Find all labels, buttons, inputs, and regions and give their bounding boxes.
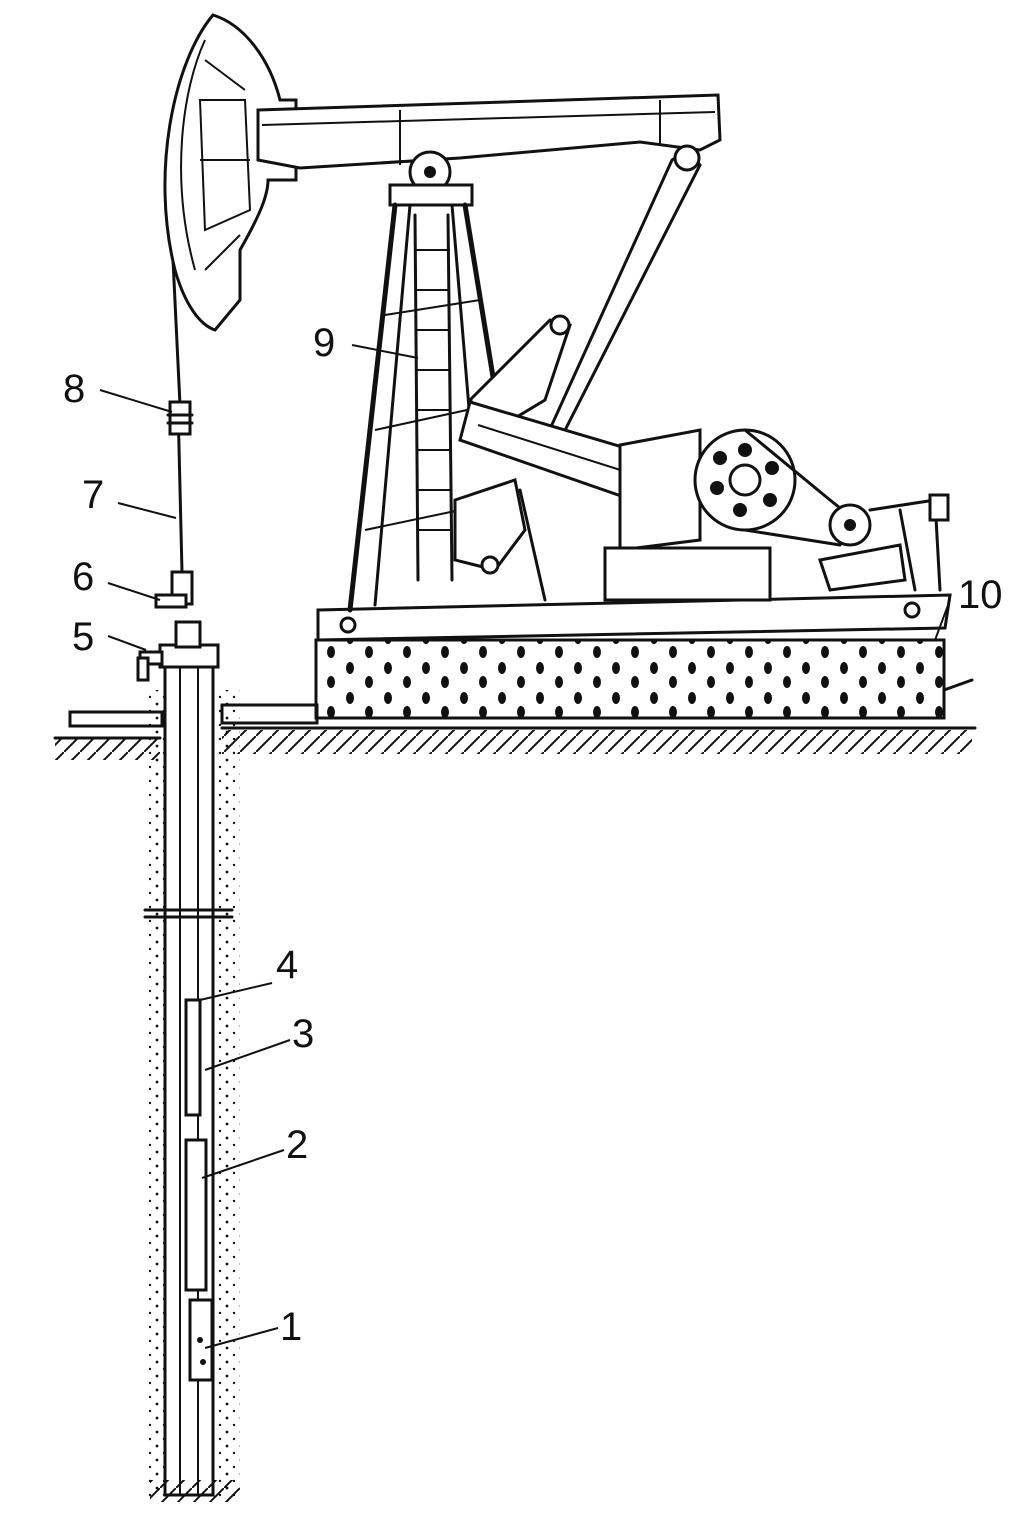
horse-head xyxy=(163,13,298,332)
label-10: 10 xyxy=(958,573,1003,617)
label-9: 9 xyxy=(313,321,335,365)
label-4: 4 xyxy=(276,943,298,987)
tubing-pump-barrel xyxy=(184,998,202,1117)
walking-beam xyxy=(256,93,722,170)
pitman-arm xyxy=(532,144,702,464)
rod-string xyxy=(166,258,194,574)
label-1: 1 xyxy=(280,1305,302,1349)
label-2: 2 xyxy=(286,1123,308,1167)
leader-lines xyxy=(99,344,951,1349)
frame-base xyxy=(316,593,952,642)
label-6: 6 xyxy=(72,555,94,599)
label-8: 8 xyxy=(63,367,85,411)
gearbox xyxy=(603,428,950,602)
label-7: 7 xyxy=(82,473,104,517)
ground xyxy=(53,703,977,760)
label-3: 3 xyxy=(292,1012,314,1056)
plunger xyxy=(184,1138,208,1292)
wellhead xyxy=(136,570,220,682)
callout-labels: 1 2 3 4 5 6 7 8 9 10 xyxy=(63,321,1003,1349)
label-5: 5 xyxy=(72,615,94,659)
foundation xyxy=(314,638,974,720)
well-bore xyxy=(143,663,240,1502)
